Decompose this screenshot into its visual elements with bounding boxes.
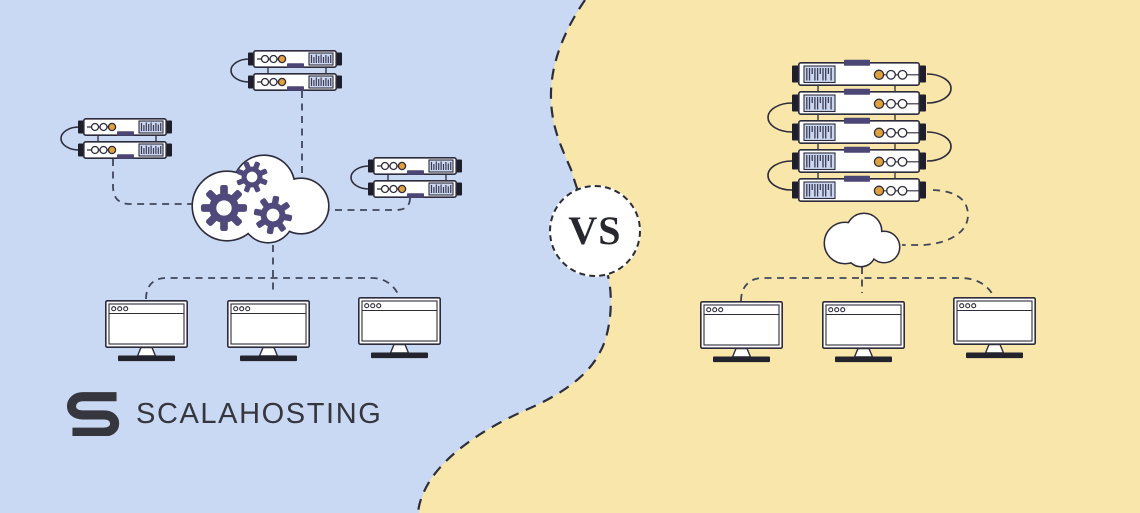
server-unit-icon	[791, 88, 927, 115]
vs-badge: VS	[549, 185, 641, 277]
server-unit-icon	[247, 73, 343, 92]
server-unit-icon	[791, 175, 927, 202]
server-link-cables	[767, 73, 952, 191]
server-link-cable	[60, 126, 80, 151]
server-unit-icon	[367, 157, 463, 176]
server-unit-icon	[791, 117, 927, 144]
server-pair	[350, 157, 463, 199]
right-scene-background	[419, 0, 1140, 513]
brand-logo: SCALAHOSTING	[66, 390, 382, 436]
cloud-gears-icon	[191, 154, 330, 244]
server-unit-icon	[77, 118, 173, 137]
server-link-cable	[230, 58, 250, 83]
server-link-cable	[350, 165, 370, 190]
scalahosting-s-icon	[66, 392, 120, 436]
left-scene-cloud-cluster	[60, 49, 463, 362]
monitor-icon	[357, 296, 442, 359]
server-unit-icon	[791, 146, 927, 173]
rack-connector	[267, 68, 327, 73]
cloud-icon	[823, 212, 901, 268]
server-unit-icon	[367, 180, 463, 199]
server-unit-icon	[791, 58, 927, 86]
left-connector-lines	[112, 91, 411, 300]
server-pair	[230, 49, 343, 92]
right-connector-lines	[740, 189, 995, 302]
scene-divider-dashed-line	[416, 0, 612, 513]
server-pair	[60, 118, 173, 160]
rack-connector	[97, 136, 157, 141]
rack-connectors	[817, 85, 896, 178]
server-unit-icon	[247, 49, 343, 69]
brand-name: SCALAHOSTING	[136, 397, 383, 430]
gear-icon	[200, 184, 248, 232]
monitor-icon	[227, 299, 311, 362]
server-unit-icon	[77, 141, 173, 160]
right-scene-server-stack	[699, 58, 1036, 363]
rack-connector	[387, 175, 447, 180]
monitor-icon	[105, 299, 189, 362]
vs-badge-label: VS	[568, 207, 622, 253]
